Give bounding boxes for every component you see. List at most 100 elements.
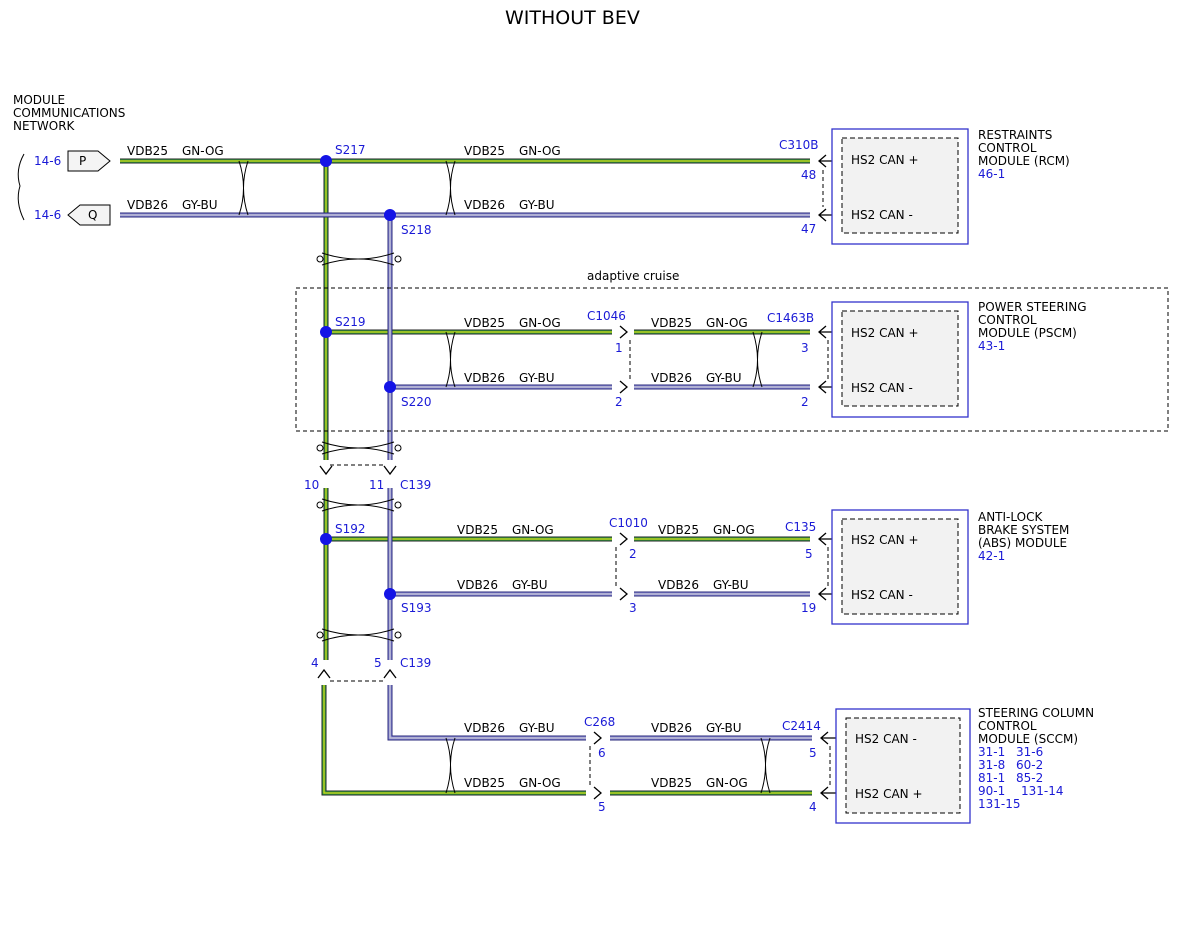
wire-label-vdb26-8: VDB26 xyxy=(651,721,692,735)
pin-pscm-2: 2 xyxy=(801,395,809,409)
wire-label-vdb25-4: VDB25 xyxy=(651,316,692,330)
sccm-ref-7: 90-1 xyxy=(978,784,1005,798)
pin-c139-5: 5 xyxy=(374,656,382,670)
wire-color-gybu-1: GY-BU xyxy=(182,198,218,212)
wire-label-vdb25-7: VDB25 xyxy=(464,776,505,790)
wire-label-vdb25-6: VDB25 xyxy=(658,523,699,537)
connector-q-shape xyxy=(67,204,111,226)
pin-sccm-5: 5 xyxy=(809,746,817,760)
pin-sccm-4: 4 xyxy=(809,800,817,814)
wire-color-gybu-5: GY-BU xyxy=(512,578,548,592)
splice-label-s220: S220 xyxy=(401,395,432,409)
connector-q-ref: 14-6 xyxy=(34,208,61,222)
connector-c1046: C1046 xyxy=(587,309,626,323)
c1046-arrow-top xyxy=(619,325,628,339)
rcm-name-line2: CONTROL xyxy=(978,141,1037,155)
wire-label-vdb25-1: VDB25 xyxy=(127,144,168,158)
pin-c139-4: 4 xyxy=(311,656,319,670)
sccm-name-line3: MODULE (SCCM) xyxy=(978,732,1078,746)
wire-label-vdb26-2: VDB26 xyxy=(464,198,505,212)
pin-abs-5: 5 xyxy=(805,547,813,561)
pin-c139-11: 11 xyxy=(369,478,384,492)
pin-c1010-2: 2 xyxy=(629,547,637,561)
rcm-ref: 46-1 xyxy=(978,167,1005,181)
pscm-name-line3: MODULE (PSCM) xyxy=(978,326,1077,340)
adaptive-cruise-group xyxy=(295,287,1169,432)
wire-color-gnog-3: GN-OG xyxy=(519,316,561,330)
twisted-pair-markers xyxy=(238,160,771,794)
wire-label-vdb26-5: VDB26 xyxy=(457,578,498,592)
connector-c2414: C2414 xyxy=(782,719,821,733)
wire-color-gybu-2: GY-BU xyxy=(519,198,555,212)
rcm-name-line3: MODULE (RCM) xyxy=(978,154,1070,168)
pin-c1046-2: 2 xyxy=(615,395,623,409)
pscm-arrow-bottom xyxy=(818,380,832,394)
pscm-pin-top: HS2 CAN + xyxy=(851,326,919,340)
sccm-ref-1: 31-1 xyxy=(978,745,1005,759)
pscm-pin-bottom: HS2 CAN - xyxy=(851,381,913,395)
abs-pin-top: HS2 CAN + xyxy=(851,533,919,547)
rcm-arrow-bottom xyxy=(818,208,832,222)
splice-s193 xyxy=(384,588,396,600)
c139-top-arrow-a xyxy=(319,465,333,476)
diagram-title: WITHOUT BEV xyxy=(505,7,640,29)
wire-color-gnog-7: GN-OG xyxy=(519,776,561,790)
c139-bottom-arrow-a xyxy=(317,668,331,679)
c139-top-arrow-b xyxy=(383,465,397,476)
wire-color-gnog-8: GN-OG xyxy=(706,776,748,790)
wire-color-gnog-6: GN-OG xyxy=(713,523,755,537)
network-brace xyxy=(17,153,25,221)
connector-q-letter: Q xyxy=(88,208,97,222)
splice-label-s219: S219 xyxy=(335,315,366,329)
abs-ref: 42-1 xyxy=(978,549,1005,563)
splice-s220 xyxy=(384,381,396,393)
sccm-ref-6: 85-2 xyxy=(1016,771,1043,785)
pin-rcm-48: 48 xyxy=(801,168,816,182)
rcm-arrow-top xyxy=(818,154,832,168)
connector-c310b: C310B xyxy=(779,138,819,152)
pin-pscm-3: 3 xyxy=(801,341,809,355)
sccm-ref-5: 81-1 xyxy=(978,771,1005,785)
connector-c1463b: C1463B xyxy=(767,311,814,325)
rcm-pin-top: HS2 CAN + xyxy=(851,153,919,167)
wire-color-gybu-4: GY-BU xyxy=(706,371,742,385)
c139-bottom-arrow-b xyxy=(383,668,397,679)
connector-p-ref: 14-6 xyxy=(34,154,61,168)
connector-c1010: C1010 xyxy=(609,516,648,530)
sccm-ref-3: 31-8 xyxy=(978,758,1005,772)
wire-label-vdb26-3: VDB26 xyxy=(464,371,505,385)
optional-group-label: adaptive cruise xyxy=(587,269,679,283)
splice-label-s218: S218 xyxy=(401,223,432,237)
abs-name-line3: (ABS) MODULE xyxy=(978,536,1067,550)
pin-c1046-1: 1 xyxy=(615,341,623,355)
wire-color-gnog-2: GN-OG xyxy=(519,144,561,158)
splice-label-s193: S193 xyxy=(401,601,432,615)
pscm-name-line1: POWER STEERING xyxy=(978,300,1087,314)
pscm-arrow-top xyxy=(818,325,832,339)
sccm-arrow-top xyxy=(820,731,836,745)
wire-color-gybu-3: GY-BU xyxy=(519,371,555,385)
sccm-ref-9: 131-15 xyxy=(978,797,1021,811)
wire-label-vdb25-8: VDB25 xyxy=(651,776,692,790)
wire-color-gnog-5: GN-OG xyxy=(512,523,554,537)
pin-c1010-3: 3 xyxy=(629,601,637,615)
c268-arrow-bottom xyxy=(593,786,602,800)
wire-label-vdb25-3: VDB25 xyxy=(464,316,505,330)
connector-c139-top: C139 xyxy=(400,478,431,492)
sccm-arrow-bottom xyxy=(820,786,836,800)
wire-label-vdb26-4: VDB26 xyxy=(651,371,692,385)
c1046-arrow-bottom xyxy=(619,380,628,394)
splice-s219 xyxy=(320,326,332,338)
splice-label-s192: S192 xyxy=(335,522,366,536)
pin-c268-6: 6 xyxy=(598,746,606,760)
wire-color-gybu-8: GY-BU xyxy=(706,721,742,735)
sccm-name-line1: STEERING COLUMN xyxy=(978,706,1094,720)
sccm-ref-4: 60-2 xyxy=(1016,758,1043,772)
splice-s192 xyxy=(320,533,332,545)
wire-label-vdb25-2: VDB25 xyxy=(464,144,505,158)
connector-c139-bottom: C139 xyxy=(400,656,431,670)
sccm-ref-8: 131-14 xyxy=(1021,784,1064,798)
c1010-arrow-bottom xyxy=(619,587,628,601)
wire-color-gnog-1: GN-OG xyxy=(182,144,224,158)
